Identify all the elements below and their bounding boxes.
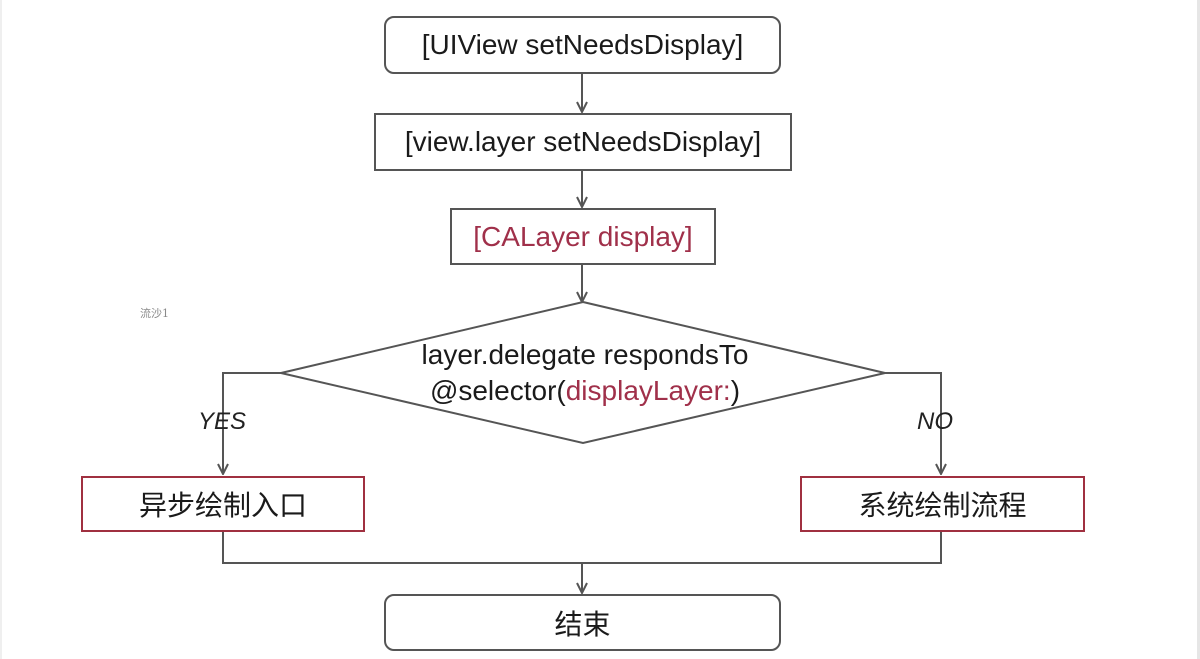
node-layer-setneedsdisplay: [view.layer setNeedsDisplay] — [374, 113, 792, 171]
decision-selector-name: displayLayer: — [565, 375, 731, 406]
branch-label-yes: YES — [198, 408, 247, 435]
branch-label-no: NO — [917, 408, 953, 435]
node-uiview-label: [UIView setNeedsDisplay] — [421, 29, 744, 60]
decision-selector-suffix: ) — [730, 375, 741, 406]
merge-line-left — [222, 531, 582, 564]
right-edge-shadow — [1197, 0, 1200, 659]
node-system-label: 系统绘制流程 — [858, 490, 1027, 521]
decision-text: layer.delegate respondsTo @selector(disp… — [330, 337, 840, 409]
node-async-label: 异步绘制入口 — [138, 490, 307, 521]
decision-line-2: @selector(displayLayer:) — [330, 373, 840, 409]
node-system-draw-flow: 系统绘制流程 — [800, 476, 1085, 532]
merge-line-right — [582, 531, 942, 564]
node-end-label: 结束 — [554, 608, 611, 640]
arrow-yes-branch — [223, 372, 281, 474]
node-calayer-display: [CALayer display] — [450, 208, 716, 265]
node-async-draw-entry: 异步绘制入口 — [81, 476, 365, 532]
decision-selector-prefix: @selector( — [429, 375, 566, 406]
left-edge-shadow — [0, 0, 2, 659]
watermark-text: 流沙1 — [140, 307, 169, 320]
node-layer-label: [view.layer setNeedsDisplay] — [404, 126, 762, 157]
decision-line-1: layer.delegate respondsTo — [421, 339, 749, 370]
node-uiview-setneedsdisplay: [UIView setNeedsDisplay] — [384, 16, 781, 74]
node-end: 结束 — [384, 594, 781, 651]
node-calayer-label: [CALayer display] — [473, 220, 693, 252]
arrow-no-branch — [885, 372, 941, 474]
decision-diamond — [280, 300, 886, 445]
